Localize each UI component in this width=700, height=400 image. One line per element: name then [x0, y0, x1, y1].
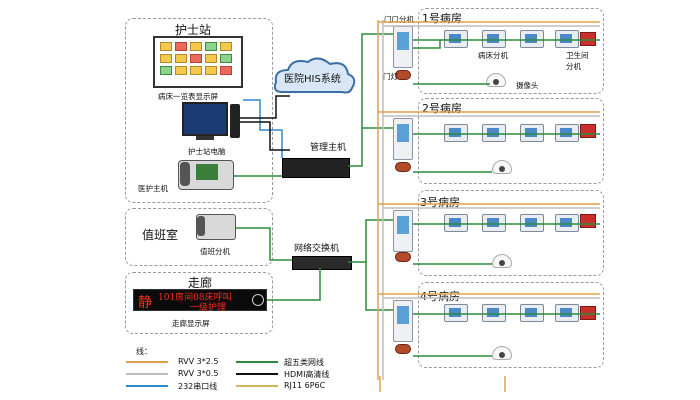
no-sound-icon	[252, 294, 264, 306]
corridor-panel	[125, 272, 273, 334]
his-cloud-icon	[273, 57, 356, 94]
legend-label-5: HDMI高清线	[284, 370, 330, 379]
nurse-pc-label: 护士站电脑	[188, 147, 226, 156]
door-light-label: 门灯	[383, 72, 398, 81]
nurse-station-panel	[125, 18, 273, 203]
legend-label-2: RVV 3*0.5	[178, 369, 219, 378]
door-light-icon	[395, 70, 411, 80]
bath-ext-icon	[580, 32, 596, 46]
camera-label: 摄像头	[516, 81, 539, 90]
led-line2: 一级护理	[190, 303, 227, 313]
legend-label-3: 232串口线	[178, 382, 218, 391]
room3-panel	[418, 190, 604, 276]
management-host-label: 管理主机	[310, 143, 347, 153]
room3-title: 3号病房	[420, 196, 460, 209]
bed-ext-label: 病床分机	[478, 51, 508, 60]
nurse-pc-icon	[182, 102, 228, 136]
corridor-display-label: 走廊显示屏	[172, 319, 210, 328]
his-cloud-label: 医院HIS系统	[284, 74, 341, 85]
legend-title: 线：	[136, 347, 152, 356]
room1-panel	[418, 8, 604, 94]
led-line1: 101房间08床呼叫	[158, 293, 232, 303]
room2-panel	[418, 98, 604, 184]
corridor-title: 走廊	[188, 276, 213, 290]
corridor-led-screen: 静 101房间08床呼叫 一级护理	[133, 289, 267, 313]
legend-line-2	[126, 373, 168, 375]
legend-label-4: 超五类网线	[284, 358, 324, 367]
legend-line-1	[126, 361, 168, 363]
room4-door-unit	[393, 300, 413, 342]
duty-room-title: 值班室	[142, 228, 179, 242]
room3-door-light	[395, 252, 411, 262]
legend-line-4	[236, 361, 278, 363]
legend-line-6	[236, 385, 278, 387]
nurse-station-title: 护士站	[175, 23, 212, 37]
led-char: 静	[138, 295, 152, 311]
duty-extension-label: 值班分机	[200, 247, 230, 256]
bath-ext-label: 卫生间分机	[566, 51, 589, 71]
duty-room-panel	[125, 208, 273, 266]
legend-line-5	[236, 373, 278, 375]
room2-door-unit	[393, 118, 413, 160]
management-host-icon	[282, 158, 350, 178]
room2-door-light	[395, 162, 411, 172]
legend-line-3	[126, 385, 168, 387]
room4-panel	[418, 282, 604, 368]
bed-screen-label: 病床一览表显示屏	[158, 92, 218, 101]
bed-overview-screen	[153, 36, 243, 88]
camera-icon	[486, 73, 506, 87]
legend-label-1: RVV 3*2.5	[178, 357, 219, 366]
legend-label-6: RJ11 6P6C	[284, 381, 326, 390]
room3-door-unit	[393, 210, 413, 252]
network-switch-icon	[292, 256, 352, 270]
nurse-host-label: 医护主机	[138, 184, 168, 193]
door-unit-label: 门口分机	[384, 15, 414, 24]
network-switch-label: 网络交换机	[294, 244, 340, 254]
room4-door-light	[395, 344, 411, 354]
